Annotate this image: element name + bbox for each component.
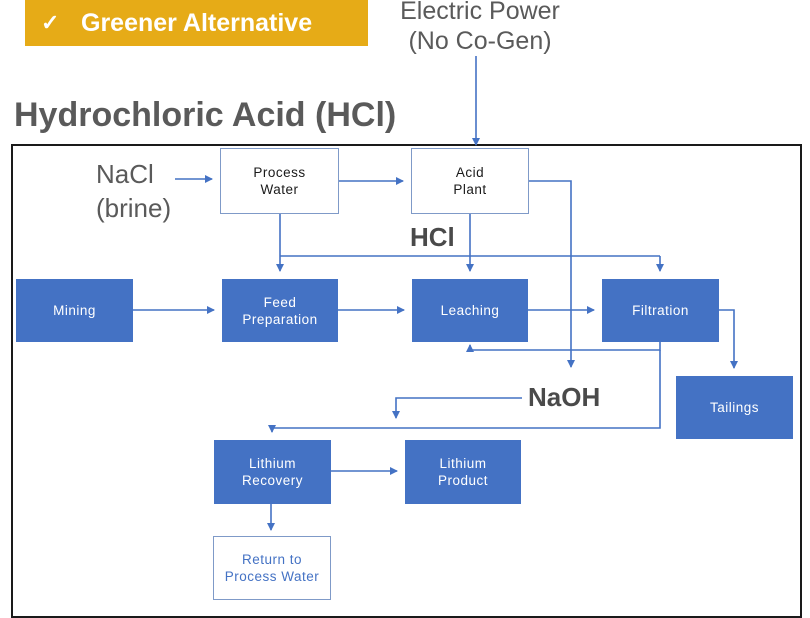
electric-power-line2: (No Co-Gen) <box>408 27 552 55</box>
arrow-acid-plant-to-naoh <box>528 180 575 368</box>
arrow-filtration-to-tailings <box>719 309 738 369</box>
filtration-node: Filtration <box>602 279 719 342</box>
lithium-recovery-label-2: Recovery <box>241 473 304 488</box>
return-water-label-1: Return to <box>241 552 303 567</box>
leaching-node: Leaching <box>412 279 528 342</box>
badge-label: Greener Alternative <box>81 8 313 37</box>
naoh-label: NaOH <box>528 382 601 412</box>
lithium-recovery-label-1: Lithium <box>248 456 297 471</box>
lithium-product-label-2: Product <box>437 473 489 488</box>
brine-label: (brine) <box>96 193 172 223</box>
checkmark-icon: ✓ <box>41 10 60 35</box>
greener-alternative-badge: ✓ Greener Alternative <box>25 0 368 46</box>
electric-power-label: Electric Power (No Co-Gen) <box>380 0 580 56</box>
arrow-filtration-recycle-to-leaching <box>466 342 661 352</box>
arrow-naoh-to-recovery <box>392 397 522 419</box>
feed-prep-label-2: Preparation <box>242 311 318 327</box>
return-to-process-water-node: Return to Process Water <box>213 536 331 600</box>
electric-power-line1: Electric Power <box>400 0 560 25</box>
nacl-brine-label: NaCl (brine) <box>96 157 171 225</box>
tailings-node: Tailings <box>676 376 793 439</box>
process-water-label-2: Water <box>260 182 299 197</box>
process-water-label-1: Process <box>253 165 306 180</box>
line-filtration-to-recovery <box>272 350 661 429</box>
acid-plant-label-1: Acid <box>455 165 485 180</box>
leaching-label: Leaching <box>440 303 500 318</box>
flow-arrows <box>133 56 738 531</box>
nacl-label: NaCl <box>96 159 154 189</box>
lithium-product-label-1: Lithium <box>439 456 487 471</box>
tailings-label: Tailings <box>709 400 760 415</box>
return-water-label-2: Process Water <box>224 569 320 584</box>
feed-prep-label-1: Feed <box>263 294 297 310</box>
hcl-label: HCl <box>410 222 455 252</box>
mining-node: Mining <box>16 279 133 342</box>
acid-plant-label-2: Plant <box>453 182 487 197</box>
page-title: Hydrochloric Acid (HCl) <box>14 96 397 134</box>
filtration-label: Filtration <box>632 303 689 318</box>
mining-label: Mining <box>53 303 96 318</box>
